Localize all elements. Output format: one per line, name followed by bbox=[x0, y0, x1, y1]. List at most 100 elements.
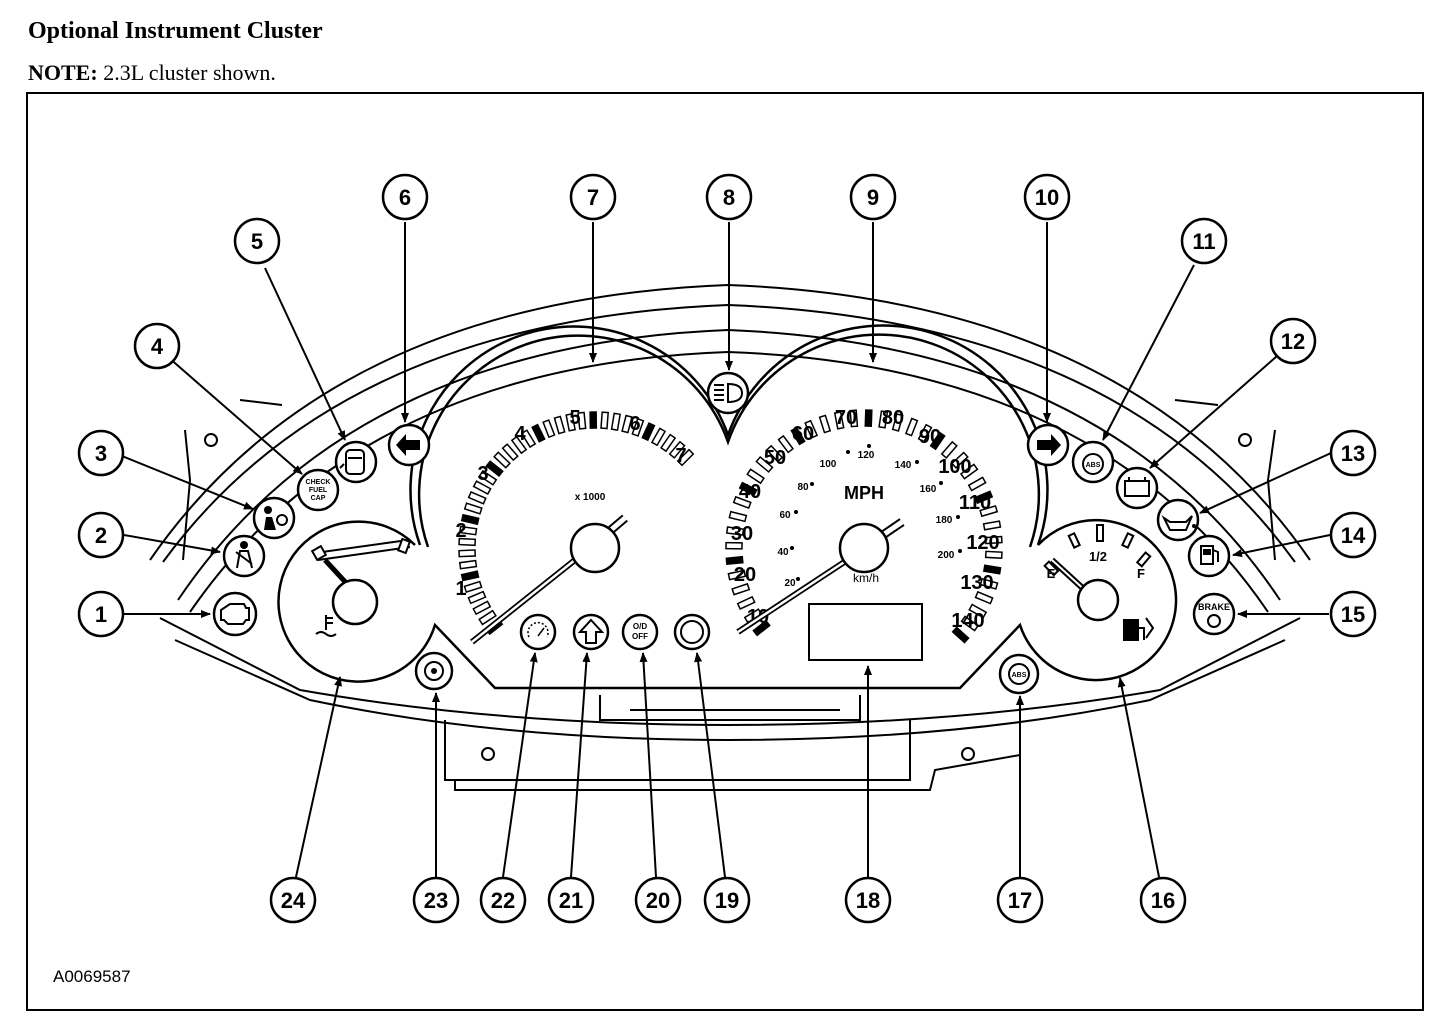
callout-15-label: 15 bbox=[1341, 602, 1365, 627]
brake-text: BRAKE bbox=[1198, 602, 1230, 612]
page-title: Optional Instrument Cluster bbox=[28, 18, 323, 44]
brake-warning-icon: BRAKE bbox=[1192, 592, 1236, 636]
note-label: NOTE: bbox=[28, 60, 98, 85]
mph-label-140: 140 bbox=[951, 610, 984, 632]
warning-icons: CHECK FUEL CAP bbox=[212, 371, 1236, 695]
tach-tick bbox=[531, 423, 546, 443]
speed-tick bbox=[979, 504, 999, 518]
tach-tick bbox=[493, 451, 511, 469]
high-beam-icon bbox=[706, 371, 750, 415]
callout-10: 10 bbox=[1023, 173, 1071, 221]
tach-tick bbox=[458, 559, 478, 570]
callout-14: 14 bbox=[1329, 511, 1377, 559]
abs-indicator-icon: ABS bbox=[998, 653, 1040, 695]
kmh-label-120: 120 bbox=[858, 450, 875, 461]
speed-tick bbox=[727, 569, 747, 581]
speed-tick bbox=[728, 510, 748, 523]
callout-24-label: 24 bbox=[281, 888, 306, 913]
tach-tick bbox=[478, 469, 498, 486]
fuel-empty-label: E bbox=[1047, 566, 1056, 581]
tach-tick bbox=[520, 429, 537, 449]
tach-tick bbox=[472, 480, 492, 496]
callout-8: 8 bbox=[705, 173, 753, 221]
callout-12: 12 bbox=[1269, 317, 1317, 365]
tach-tick bbox=[589, 411, 598, 429]
speed-tick bbox=[878, 410, 889, 429]
tach-label-1: 1 bbox=[455, 578, 466, 600]
kmh-label-160: 160 bbox=[920, 484, 937, 495]
od-text: O/D bbox=[633, 622, 647, 631]
speed-tick bbox=[731, 582, 751, 596]
check-fuel-cap-text-1: CHECK bbox=[306, 479, 331, 486]
callout-13-label: 13 bbox=[1341, 441, 1365, 466]
kmh-label-40: 40 bbox=[777, 547, 789, 558]
tach-label-3: 3 bbox=[477, 463, 488, 485]
callout-21-label: 21 bbox=[559, 888, 583, 913]
callout-11-label: 11 bbox=[1192, 229, 1215, 254]
speed-tick bbox=[974, 590, 994, 605]
tach-label-2: 2 bbox=[455, 520, 466, 542]
speed-tick bbox=[929, 431, 946, 451]
mph-label-50: 50 bbox=[764, 447, 786, 469]
speed-tick bbox=[891, 413, 904, 432]
off-text: OFF bbox=[632, 632, 648, 641]
speed-tick bbox=[736, 595, 756, 611]
callout-7: 7 bbox=[569, 173, 617, 221]
kmh-label-20: 20 bbox=[784, 578, 796, 589]
tach-tick bbox=[621, 414, 633, 434]
tach-label-5: 5 bbox=[569, 407, 580, 429]
callout-8-label: 8 bbox=[723, 185, 735, 210]
fuel-gauge: 1/2 E F bbox=[1043, 524, 1155, 641]
odometer-display bbox=[808, 603, 923, 661]
tach-tick bbox=[610, 412, 621, 431]
mph-label-120: 120 bbox=[966, 532, 999, 554]
blank-indicator-icon bbox=[673, 613, 711, 651]
low-fuel-icon bbox=[1187, 534, 1231, 578]
figure-frame bbox=[26, 92, 1424, 1011]
coolant-temp-icon bbox=[315, 615, 337, 637]
tach-tick bbox=[472, 600, 492, 616]
fuel-pump-icon bbox=[1123, 617, 1155, 641]
callout-12-label: 12 bbox=[1281, 329, 1305, 354]
tach-tick bbox=[463, 502, 483, 515]
fuel-full-label: F bbox=[1137, 566, 1145, 581]
speed-tick bbox=[725, 526, 745, 536]
speed-tick bbox=[864, 409, 873, 427]
tach-tick bbox=[660, 433, 677, 453]
speed-tick bbox=[984, 535, 1003, 545]
speed-tick bbox=[752, 619, 771, 637]
callout-16-label: 16 bbox=[1151, 888, 1175, 913]
callout-19-label: 19 bbox=[715, 888, 739, 913]
speed-tick bbox=[950, 451, 969, 469]
callout-15: 15 bbox=[1329, 590, 1377, 638]
speed-tick bbox=[725, 541, 743, 550]
right-turn-signal-icon bbox=[1026, 423, 1070, 467]
check-fuel-cap-text-2: FUEL bbox=[309, 487, 328, 494]
dial-bezels bbox=[277, 324, 1178, 690]
tach-ticks bbox=[458, 411, 695, 636]
callout-6: 6 bbox=[381, 173, 429, 221]
overdrive-off-icon: O/D OFF bbox=[621, 613, 659, 651]
callout-14-label: 14 bbox=[1341, 523, 1366, 548]
tach-label-6: 6 bbox=[629, 413, 640, 435]
callout-18: 18 bbox=[844, 876, 892, 924]
tach-tick bbox=[631, 417, 645, 437]
speed-unit-main: MPH bbox=[844, 483, 884, 503]
tach-tick bbox=[553, 415, 566, 435]
callout-21: 21 bbox=[547, 876, 595, 924]
callout-20: 20 bbox=[634, 876, 682, 924]
tach-tick bbox=[458, 537, 477, 547]
callout-4-label: 4 bbox=[151, 334, 164, 359]
tach-tick bbox=[600, 411, 609, 430]
powertrain-malfunction-icon bbox=[414, 651, 454, 691]
tach-tick bbox=[542, 419, 556, 439]
mph-label-80: 80 bbox=[882, 407, 904, 429]
speed-tick bbox=[968, 603, 988, 619]
callout-23: 23 bbox=[412, 876, 460, 924]
callout-22-label: 22 bbox=[491, 888, 515, 913]
oil-pressure-icon bbox=[1156, 498, 1200, 542]
callout-leaders bbox=[121, 222, 1332, 878]
callout-5-label: 5 bbox=[251, 229, 263, 254]
check-engine-icon bbox=[212, 591, 258, 637]
